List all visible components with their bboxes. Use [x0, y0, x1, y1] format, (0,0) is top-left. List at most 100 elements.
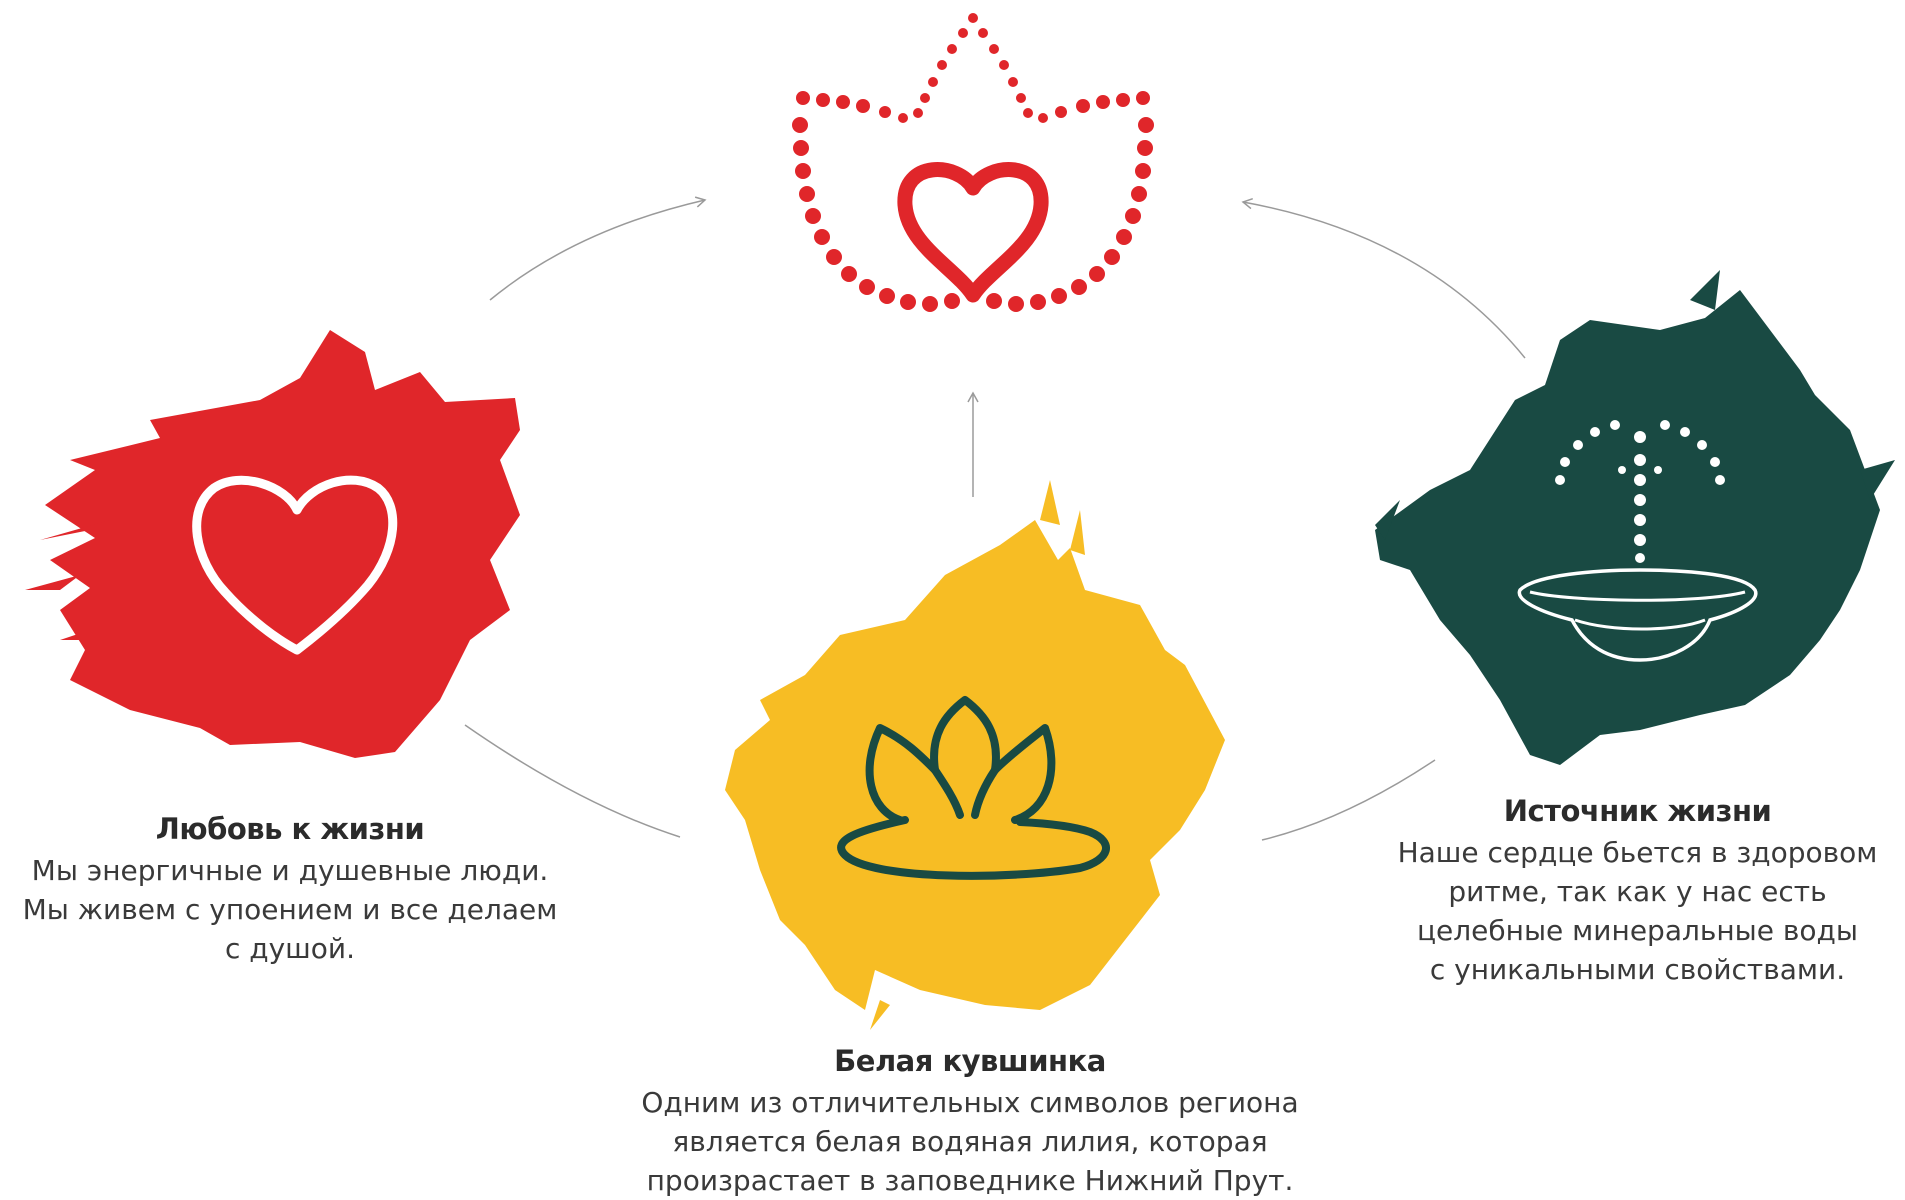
center-heart [897, 162, 1049, 303]
lotus-dot [1071, 279, 1087, 295]
fountain-bowl-icon [1517, 420, 1758, 662]
fountain-dot [1555, 475, 1565, 485]
source-brush-card [1375, 270, 1895, 765]
fountain-dot [1634, 454, 1646, 466]
lotus-dot [826, 249, 842, 265]
lotus-dot [793, 140, 809, 156]
connectors [464, 196, 1526, 841]
lotus-dot [841, 266, 857, 282]
fountain-dot [1573, 440, 1583, 450]
fountain-dot [1634, 534, 1646, 546]
line-source-to-lily [1261, 759, 1436, 841]
lotus-dot [986, 293, 1002, 309]
caption-source-title: Источник жизни [1503, 794, 1772, 828]
fountain-dot [1634, 431, 1646, 443]
caption-lily-title: Белая кувшинка [834, 1044, 1106, 1078]
lotus-dot [859, 279, 875, 295]
lotus-dot [1089, 266, 1105, 282]
lotus-dot [928, 77, 938, 87]
lotus-dot [792, 117, 808, 133]
caption-source-text: Наше сердце бьется в здоровом ритме, так… [1370, 833, 1905, 989]
arrow-source-to-center [1241, 197, 1526, 359]
fountain-dot [1560, 457, 1570, 467]
lotus-dot [958, 28, 968, 38]
fountain-dot [1680, 427, 1690, 437]
dotted-lotus-heart-icon [792, 13, 1154, 312]
lotus-dot [989, 44, 999, 54]
green-brush-stroke [1375, 290, 1880, 765]
fountain-dot [1610, 420, 1620, 430]
lotus-dot [1076, 99, 1090, 113]
caption-love: Любовь к жизни Мы энергичные и душевные … [0, 812, 580, 968]
lotus-dot [1008, 77, 1018, 87]
lotus-dot [1125, 208, 1141, 224]
caption-lily-line: является белая водяная лилия, которая [672, 1124, 1268, 1158]
fountain-dot [1590, 427, 1600, 437]
lotus-dot [1136, 91, 1150, 105]
lotus-dot [1038, 113, 1048, 123]
lotus-dot [1016, 93, 1026, 103]
water-lily-icon [837, 696, 1110, 880]
lotus-dot [1008, 296, 1024, 312]
fountain-dot [1634, 474, 1646, 486]
lotus-dot [898, 113, 908, 123]
lotus-dot [1138, 117, 1154, 133]
lotus-dot [920, 93, 930, 103]
fountain-dot [1634, 494, 1646, 506]
lotus-dot [1135, 163, 1151, 179]
lotus-dot [1116, 229, 1132, 245]
lotus-dot [1116, 93, 1130, 107]
fountain-dot [1634, 514, 1646, 526]
lotus-dot [1104, 249, 1120, 265]
caption-love-line: с душой. [224, 931, 356, 965]
fountain-dot [1715, 475, 1725, 485]
lotus-dot [999, 60, 1009, 70]
lotus-dot [799, 186, 815, 202]
line-love-to-lily [464, 724, 681, 838]
lotus-dot [937, 60, 947, 70]
lotus-dot [1023, 108, 1033, 118]
lotus-dot [856, 99, 870, 113]
lotus-dot [805, 208, 821, 224]
caption-love-title: Любовь к жизни [155, 812, 425, 846]
lotus-dot [968, 13, 978, 23]
lotus-dot [900, 294, 916, 310]
caption-lily-text: Одним из отличительных символов региона … [590, 1083, 1350, 1200]
lotus-dot [1030, 294, 1046, 310]
fountain-dot [1654, 466, 1662, 474]
caption-lily-line: Одним из отличительных символов региона [641, 1085, 1299, 1119]
fountain-dot [1635, 553, 1645, 563]
lotus-dot [796, 91, 810, 105]
lotus-dot [836, 95, 850, 109]
arrow-love-to-center [489, 196, 707, 301]
caption-love-line: Мы живем с упоением и все делаем [22, 892, 558, 926]
lily-brush-card [725, 480, 1225, 1030]
yellow-brush-stroke [725, 520, 1225, 1010]
lotus-dot [944, 293, 960, 309]
lotus-dot [1055, 106, 1067, 118]
lotus-dot [913, 108, 923, 118]
lotus-dot [879, 288, 895, 304]
lotus-dot [816, 93, 830, 107]
fountain-dot [1660, 420, 1670, 430]
caption-lily: Белая кувшинка Одним из отличительных си… [590, 1044, 1350, 1200]
lotus-dot [978, 28, 988, 38]
heart-icon [192, 475, 398, 655]
lotus-dot [947, 44, 957, 54]
lotus-dot [795, 163, 811, 179]
caption-source-line: ритме, так как у нас есть [1448, 874, 1827, 908]
lotus-dot [879, 106, 891, 118]
lotus-dot [1137, 140, 1153, 156]
caption-source: Источник жизни Наше сердце бьется в здор… [1370, 794, 1905, 989]
caption-source-line: с уникальными свойствами. [1429, 952, 1846, 986]
fountain-dot [1618, 466, 1626, 474]
lotus-dot [1051, 288, 1067, 304]
caption-source-line: Наше сердце бьется в здоровом [1397, 835, 1878, 869]
fountain-dot [1710, 457, 1720, 467]
lotus-dot [1131, 186, 1147, 202]
red-brush-stroke [45, 330, 520, 758]
caption-source-line: целебные минеральные воды [1416, 913, 1859, 947]
lotus-dot [922, 296, 938, 312]
lotus-dot [814, 229, 830, 245]
